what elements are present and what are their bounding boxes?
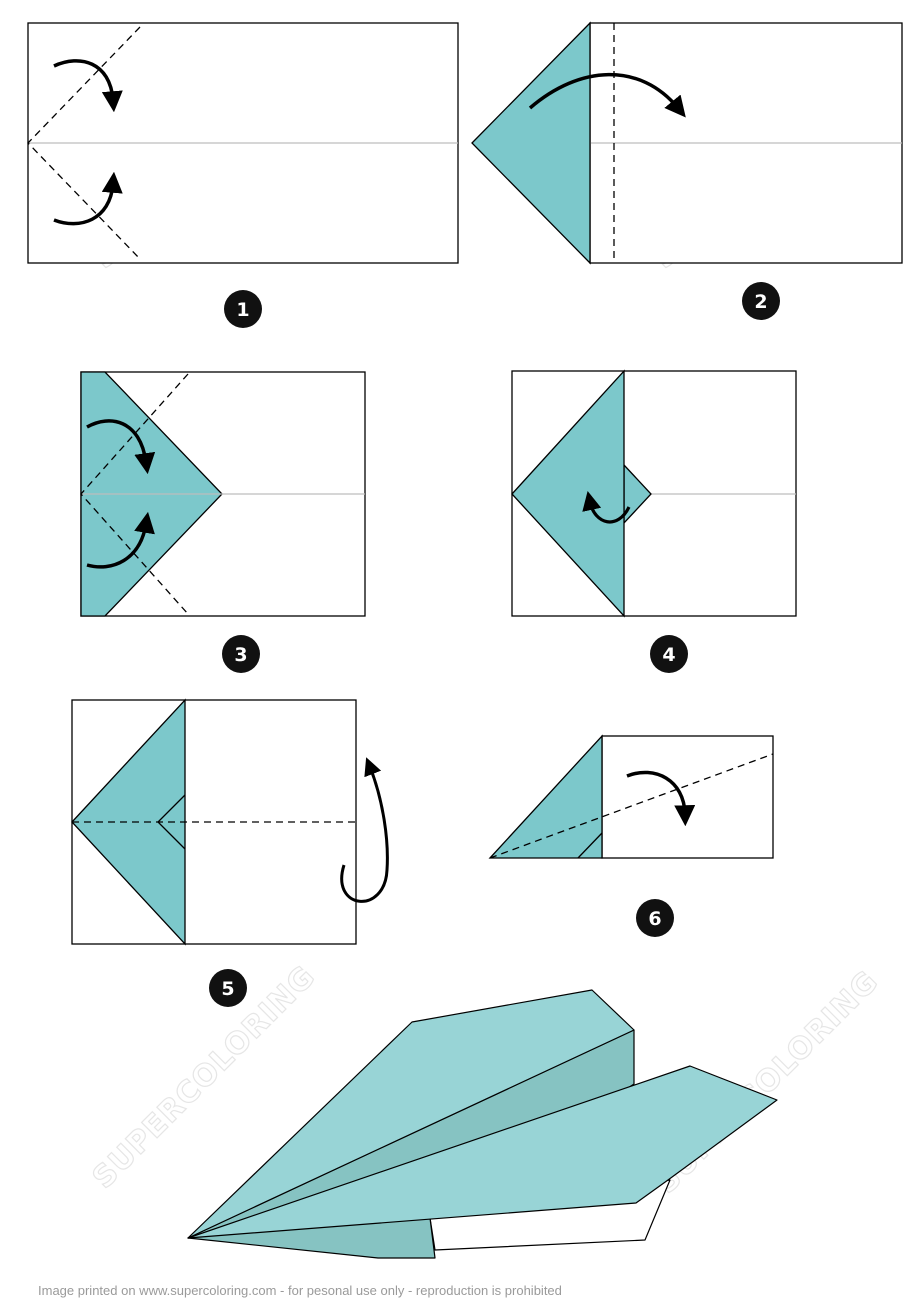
fold-arrow <box>53 171 123 226</box>
paper-sheet <box>601 735 774 859</box>
folded-triangle <box>471 21 591 265</box>
inner-flap-edge <box>577 832 603 859</box>
step-4-diagram <box>511 369 797 618</box>
fold-arrow <box>86 511 155 569</box>
credit-footer: Image printed on www.supercoloring.com -… <box>38 1283 562 1298</box>
plane-left-wing <box>187 989 635 1239</box>
folded-triangle <box>511 369 625 618</box>
step-number-badge: 1 <box>224 290 262 328</box>
step-1-diagram <box>27 22 459 264</box>
finished-paper-airplane <box>187 989 778 1259</box>
plane-right-wing <box>187 1065 778 1239</box>
step-5-diagram <box>71 698 389 946</box>
step-number: 6 <box>648 908 661 930</box>
step-number: 1 <box>236 299 249 321</box>
fold-arrow <box>528 72 686 118</box>
folded-triangle <box>488 734 603 859</box>
fold-arrow <box>582 491 631 524</box>
step-badges: 1 2 3 4 5 6 <box>209 282 780 1007</box>
step-number-badge: 5 <box>209 969 247 1007</box>
step-number: 5 <box>221 978 234 1000</box>
fold-line-dashed <box>489 753 774 859</box>
fold-arrow <box>340 757 389 903</box>
step-3-diagram <box>80 371 366 617</box>
step-number-badge: 4 <box>650 635 688 673</box>
fold-line-dashed <box>27 26 141 260</box>
step-number-badge: 6 <box>636 899 674 937</box>
fold-arrow <box>86 419 156 475</box>
step-number: 3 <box>234 644 247 666</box>
step-number: 4 <box>662 644 675 666</box>
step-number-badge: 3 <box>222 635 260 673</box>
fold-line-dashed <box>80 373 189 615</box>
step-6-diagram <box>488 734 774 859</box>
step-number: 2 <box>754 291 767 313</box>
fold-arrow <box>626 770 696 827</box>
step-2-diagram <box>471 21 903 265</box>
fold-arrow <box>53 59 123 113</box>
step-number-badge: 2 <box>742 282 780 320</box>
